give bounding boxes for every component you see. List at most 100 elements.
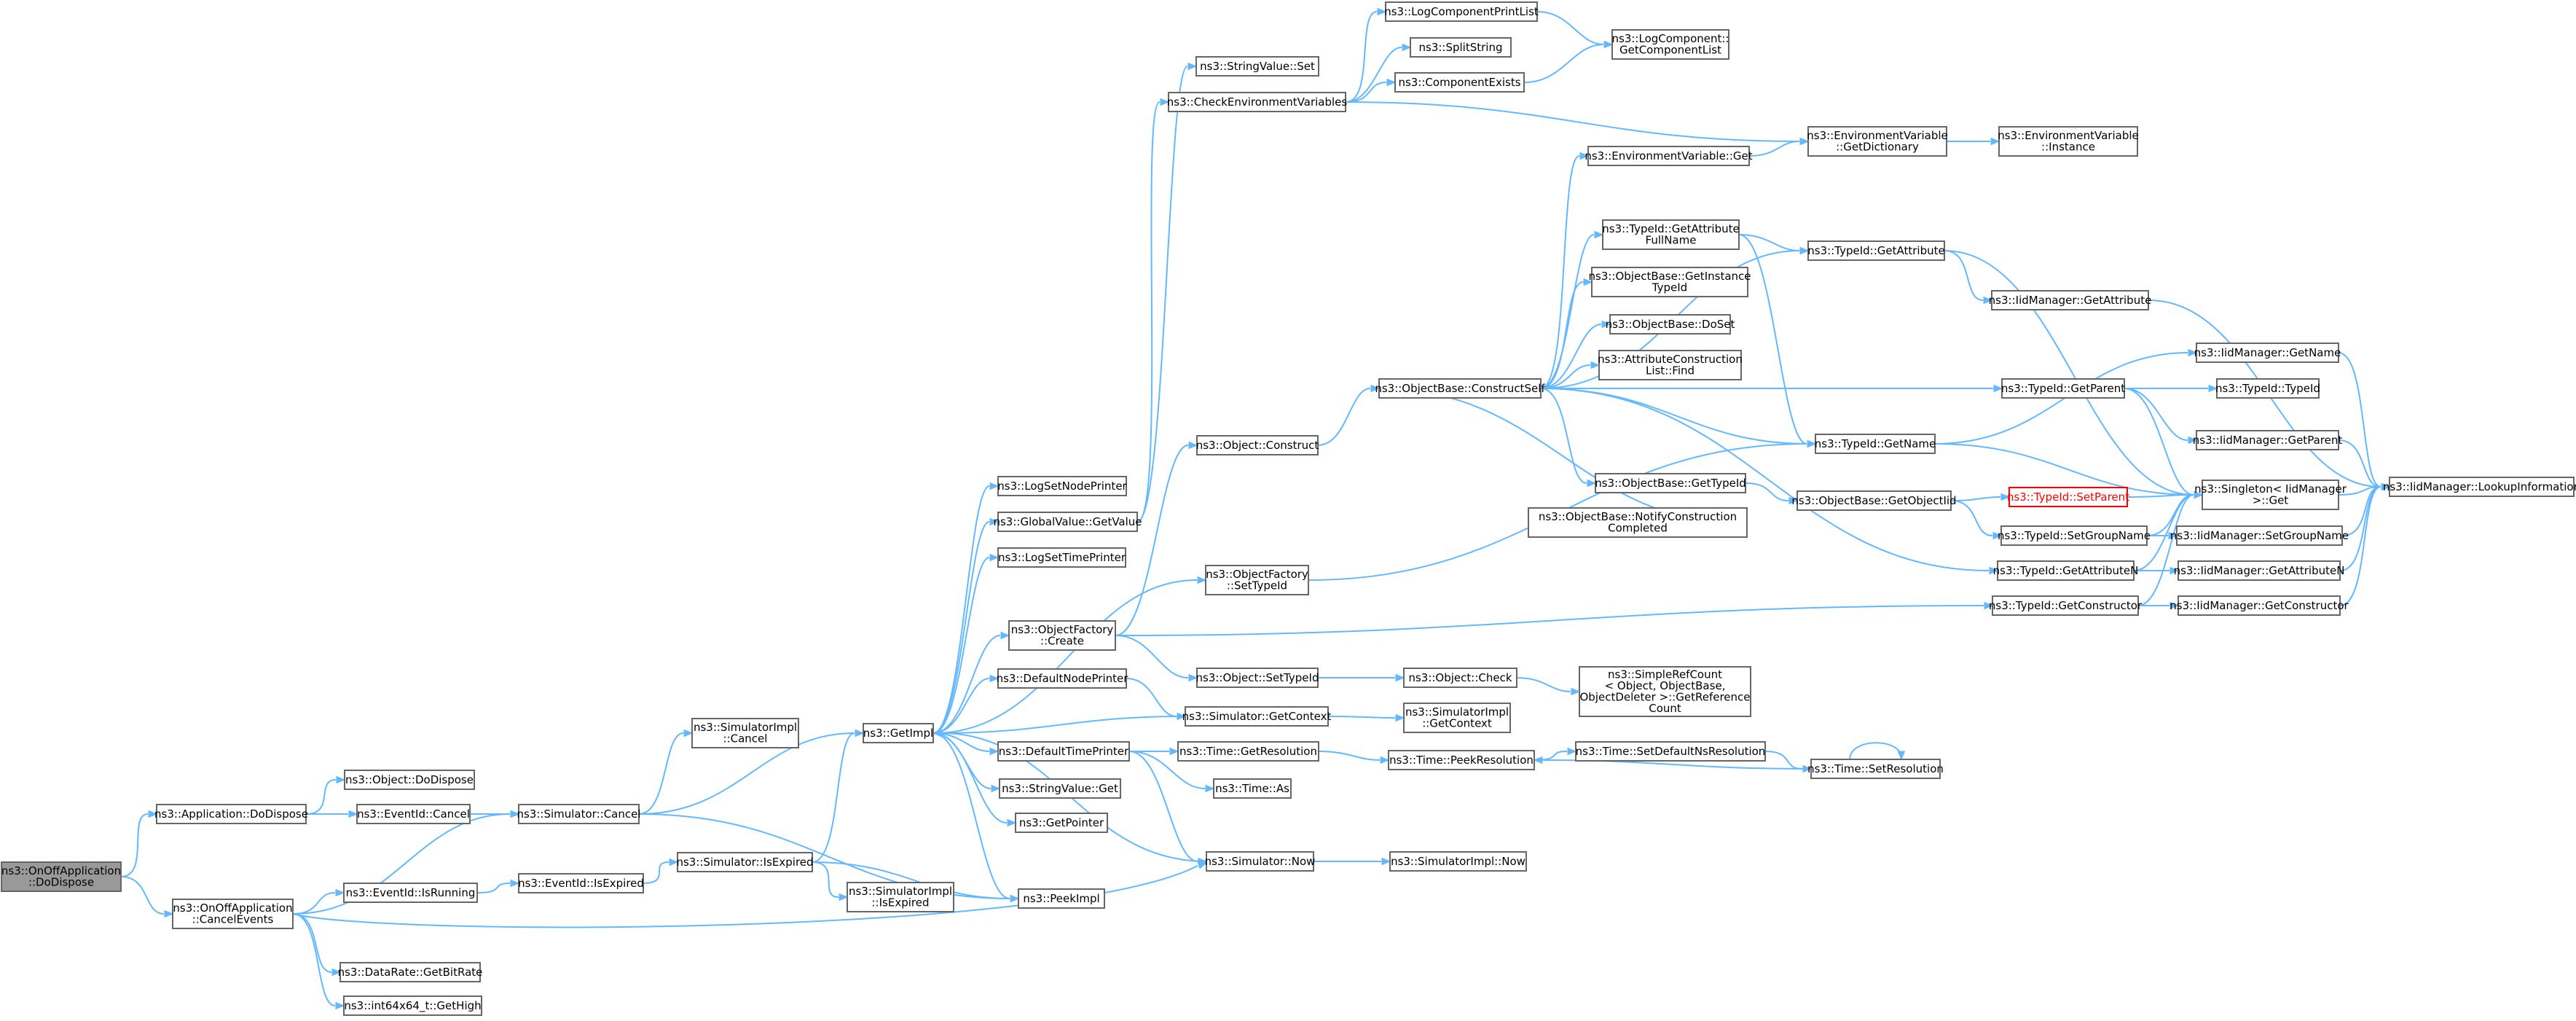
edge-componentexists-to-logcomp-getcomplist	[1523, 40, 1614, 83]
node-logcompprintlist[interactable]: ns3::LogComponentPrintList	[1384, 1, 1539, 22]
node-defaulttimeprinter[interactable]: ns3::DefaultTimePrinter	[997, 741, 1130, 762]
node-envvar-getdictionary[interactable]: ns3::EnvironmentVariable::GetDictionary	[1807, 126, 1948, 157]
node-time-peekresolution[interactable]: ns3::Time::PeekResolution	[1388, 750, 1535, 770]
node-eventid-isexpired[interactable]: ns3::EventId::IsExpired	[518, 873, 644, 893]
edge-typeid-getattrfullname-to-typeid-getname	[1738, 234, 1817, 448]
node-objbase-doset[interactable]: ns3::ObjectBase::DoSet	[1606, 314, 1735, 335]
node-objbase-gettypeid[interactable]: ns3::ObjectBase::GetTypeId	[1595, 473, 1746, 493]
node-objectfactory-create[interactable]: ns3::ObjectFactory::Create	[1008, 620, 1116, 651]
edge-objbase-constructself-to-envvar-get	[1540, 152, 1590, 389]
node-simplerefcount[interactable]: ns3::SimpleRefCount< Object, ObjectBase,…	[1579, 666, 1751, 717]
node-typeid-setparent[interactable]: ns3::TypeId::SetParent	[2007, 487, 2129, 507]
node-datarate-getbitrate[interactable]: ns3::DataRate::GetBitRate	[338, 962, 483, 982]
node-splitstring[interactable]: ns3::SplitString	[1410, 37, 1512, 58]
node-box	[156, 804, 307, 824]
node-objbase-getobjectiid[interactable]: ns3::ObjectBase::GetObjectIid	[1791, 490, 1957, 511]
node-typeid-getname[interactable]: ns3::TypeId::GetName	[1815, 434, 1936, 454]
node-sim-getcontext[interactable]: ns3::Simulator::GetContext	[1182, 706, 1332, 727]
node-stringvalue-set[interactable]: ns3::StringValue::Set	[1195, 56, 1319, 77]
node-object-check[interactable]: ns3::Object::Check	[1403, 668, 1517, 688]
node-checkenv[interactable]: ns3::CheckEnvironmentVariables	[1167, 92, 1348, 112]
node-iidmgr-getparent[interactable]: ns3::IidManager::GetParent	[2193, 430, 2343, 450]
node-box	[677, 852, 813, 872]
edge-line	[812, 732, 855, 863]
arrowhead	[1377, 7, 1387, 16]
node-time-getresolution[interactable]: ns3::Time::GetResolution	[1177, 741, 1319, 762]
node-sim-now[interactable]: ns3::Simulator::Now	[1205, 851, 1316, 872]
node-time-setresolution[interactable]: ns3::Time::SetResolution	[1807, 759, 1944, 779]
node-simimpl-isexpired[interactable]: ns3::SimulatorImpl::IsExpired	[847, 882, 954, 912]
node-iidmgr-getname[interactable]: ns3::IidManager::GetName	[2194, 343, 2341, 363]
node-simimpl-now[interactable]: ns3::SimulatorImpl::Now	[1389, 851, 1527, 872]
node-object-construct[interactable]: ns3::Object::Construct	[1196, 435, 1319, 455]
arrowhead	[1897, 751, 1906, 761]
node-iidmgr-getattributen[interactable]: ns3::IidManager::GetAttributeN	[2174, 560, 2345, 581]
node-app-dodispose[interactable]: ns3::Application::DoDispose	[154, 804, 308, 824]
node-typeid-setgroupname[interactable]: ns3::TypeId::SetGroupName	[1998, 525, 2151, 546]
node-object-dodispose[interactable]: ns3::Object::DoDispose	[344, 770, 475, 790]
edge-objbase-constructself-to-typeid-getparent	[1541, 384, 2003, 393]
node-label: ns3::IidManager::GetName	[2194, 346, 2341, 359]
edge-app-dodispose-to-object-dodispose	[305, 775, 346, 815]
node-iidmgr-setgroupname[interactable]: ns3::IidManager::SetGroupName	[2170, 525, 2349, 546]
edge-getimpl-to-defaultnodeprinter	[932, 674, 1000, 734]
node-box	[999, 778, 1121, 799]
node-getpointer[interactable]: ns3::GetPointer	[1015, 813, 1108, 833]
node-globalvalue-getvalue[interactable]: ns3::GlobalValue::GetValue	[993, 512, 1142, 532]
node-objectfactory-settypeid[interactable]: ns3::ObjectFactory::SetTypeId	[1205, 565, 1309, 595]
node-typeid-getconstructor[interactable]: ns3::TypeId::GetConstructor	[1989, 595, 2143, 616]
node-time-as[interactable]: ns3::Time::As	[1213, 778, 1292, 799]
node-iidmgr-getattribute[interactable]: ns3::IidManager::GetAttribute	[1989, 290, 2152, 310]
node-iidmgr-getconstructor[interactable]: ns3::IidManager::GetConstructor	[2169, 595, 2349, 616]
node-typeid-getattribute[interactable]: ns3::TypeId::GetAttribute	[1807, 240, 1945, 261]
node-root[interactable]: ns3::OnOffApplication::DoDispose	[1, 861, 122, 892]
edge-line	[1516, 677, 1571, 692]
node-singleton-get[interactable]: ns3::Singleton< IidManager >::Get	[2194, 480, 2347, 510]
node-peekimpl[interactable]: ns3::PeekImpl	[1018, 888, 1105, 909]
node-getimpl[interactable]: ns3::GetImpl	[863, 723, 934, 743]
edge-eventid-isrunning-to-eventid-isexpired	[476, 879, 520, 893]
node-defaultnodeprinter[interactable]: ns3::DefaultNodePrinter	[997, 668, 1129, 689]
node-envvar-instance[interactable]: ns3::EnvironmentVariable::Instance	[1998, 126, 2139, 157]
arrowhead	[2169, 566, 2180, 575]
node-box	[1998, 126, 2138, 157]
node-label: ::CancelEvents	[192, 913, 274, 926]
node-objbase-notifyconstr[interactable]: ns3::ObjectBase::NotifyConstructionCompl…	[1528, 507, 1748, 538]
node-typeid-getattributen[interactable]: ns3::TypeId::GetAttributeN	[1993, 560, 2139, 581]
node-simimpl-cancel[interactable]: ns3::SimulatorImpl::Cancel	[691, 718, 799, 748]
node-box	[1, 861, 122, 892]
edge-line	[1128, 751, 1206, 789]
edge-checkenv-to-envvar-getdictionary	[1345, 101, 1810, 146]
node-typeid-getparent[interactable]: ns3::TypeId::GetParent	[2001, 378, 2125, 399]
node-logsetnodeprinter[interactable]: ns3::LogSetNodePrinter	[997, 476, 1128, 496]
node-label: ns3::SimpleRefCount	[1608, 668, 1722, 681]
node-objbase-constructself[interactable]: ns3::ObjectBase::ConstructSelf	[1375, 378, 1545, 399]
node-box	[1213, 778, 1292, 799]
node-box	[2001, 378, 2125, 399]
arrowhead	[1587, 479, 1597, 488]
node-int64-gethigh[interactable]: ns3::int64x64_t::GetHigh	[343, 995, 482, 1016]
node-simimpl-getcontext[interactable]: ns3::SimulatorImpl::GetContext	[1403, 703, 1511, 733]
node-onoff-cancelevents[interactable]: ns3::OnOffApplication::CancelEvents	[172, 899, 294, 929]
node-envvar-get[interactable]: ns3::EnvironmentVariable::Get	[1585, 146, 1753, 166]
node-logcomp-getcomplist[interactable]: ns3::LogComponent::GetComponentList	[1611, 29, 1729, 60]
edge-typeid-getattribute-to-singleton-get	[1944, 250, 2204, 499]
node-sim-cancel[interactable]: ns3::Simulator::Cancel	[517, 804, 641, 824]
node-box	[2216, 378, 2320, 399]
node-componentexists[interactable]: ns3::ComponentExists	[1394, 72, 1525, 93]
node-label: ns3::ObjectBase::GetObjectIid	[1791, 494, 1956, 507]
node-box	[691, 718, 799, 748]
node-logsettimeprinter[interactable]: ns3::LogSetTimePrinter	[997, 547, 1126, 568]
node-typeid-typeid[interactable]: ns3::TypeId::TypeId	[2215, 378, 2320, 399]
node-iidmgr-lookupinfo[interactable]: ns3::IidManager::LookupInformation	[2383, 477, 2576, 497]
node-stringvalue-get[interactable]: ns3::StringValue::Get	[999, 778, 1121, 799]
node-label: ns3::EventId::IsExpired	[518, 877, 644, 890]
node-eventid-cancel[interactable]: ns3::EventId::Cancel	[356, 804, 471, 824]
node-time-setdefaultnsres[interactable]: ns3::Time::SetDefaultNsResolution	[1575, 741, 1766, 762]
node-eventid-isrunning[interactable]: ns3::EventId::IsRunning	[343, 883, 478, 903]
node-sim-isexpired[interactable]: ns3::Simulator::IsExpired	[676, 852, 814, 872]
node-object-settypeid[interactable]: ns3::Object::SetTypeId	[1196, 668, 1319, 688]
